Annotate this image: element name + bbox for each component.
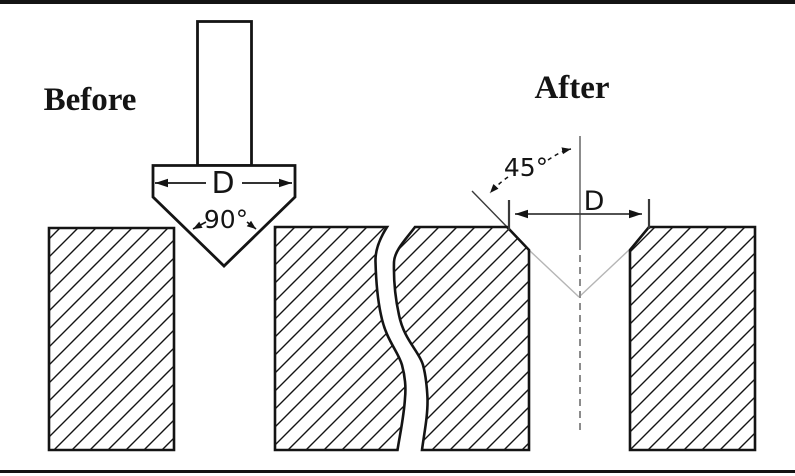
workpieces [47, 225, 757, 452]
before-label: Before [44, 82, 137, 118]
leader-to-centerline [547, 147, 572, 161]
bottom-border [0, 470, 795, 473]
leader-to-chamfer-face [489, 176, 509, 194]
workpiece-middle-left-broken [273, 225, 407, 452]
workpiece-before-left [47, 226, 176, 452]
after-label: After [534, 70, 609, 106]
chamfer-angle-leaders [489, 147, 572, 194]
chamfer-diameter-label: D [584, 186, 605, 217]
countersink-tool [151, 20, 297, 268]
cone-left-line [528, 249, 580, 298]
chamfer-diameter-dimension [507, 199, 651, 230]
section-labels: Before After [44, 70, 610, 118]
cone-right-line [578, 249, 630, 298]
tool-head [151, 164, 297, 268]
chamfer-face-extension-line [471, 190, 512, 232]
tool-diameter-label: D [211, 166, 234, 201]
leader-left [192, 221, 207, 230]
top-border [0, 0, 795, 4]
tool-shank [196, 20, 253, 167]
workpiece-middle-right-chamfered [392, 225, 531, 452]
tool-point-angle-label: 90° [204, 205, 248, 234]
point-angle-leaders [192, 220, 257, 230]
chamfer-angle-label: 45° [504, 153, 548, 182]
leader-right [246, 220, 257, 230]
dimension-labels: D 90° 45° D [204, 153, 605, 234]
drill-cone-outline [528, 249, 630, 298]
workpiece-after-right-chamfered [628, 225, 757, 452]
